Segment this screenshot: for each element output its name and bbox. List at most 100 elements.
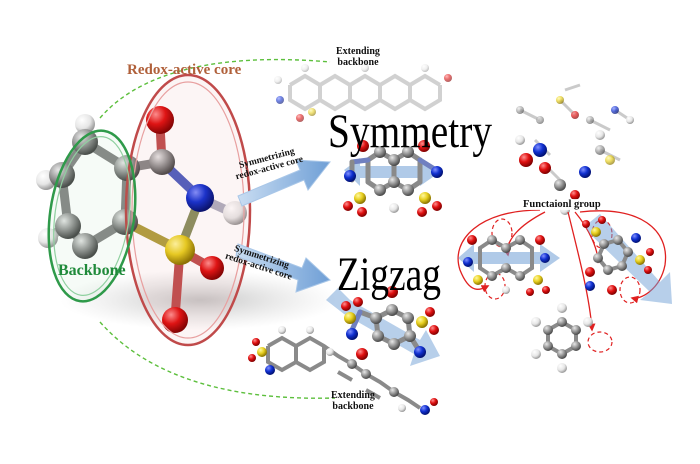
redox-core-ring-inner bbox=[131, 81, 245, 339]
atom-h bbox=[326, 348, 334, 356]
guide-lines bbox=[99, 58, 336, 399]
atom-c bbox=[361, 369, 371, 379]
atom-o bbox=[356, 348, 368, 360]
atom-c bbox=[515, 235, 525, 245]
atom-n bbox=[579, 166, 591, 178]
atom-h bbox=[361, 64, 369, 72]
extended-backbone-top-atoms bbox=[274, 64, 452, 122]
saccharin-atoms bbox=[36, 106, 247, 333]
atom-h bbox=[531, 349, 541, 359]
atom-o bbox=[162, 307, 188, 333]
target-circle bbox=[491, 218, 513, 248]
atom-s bbox=[556, 96, 564, 104]
atom-c bbox=[623, 247, 633, 257]
atom-o bbox=[432, 201, 442, 211]
atom-o bbox=[644, 266, 652, 274]
right-a-atoms bbox=[463, 235, 550, 296]
atom-h bbox=[557, 303, 567, 313]
atom-c bbox=[487, 271, 497, 281]
atom-c bbox=[571, 341, 581, 351]
right-b-atoms bbox=[582, 216, 654, 295]
atom-c bbox=[557, 317, 567, 327]
backbone-ring-inner bbox=[53, 136, 131, 296]
functional-group-cluster-atoms bbox=[515, 96, 634, 215]
atom-n bbox=[611, 106, 619, 114]
target-circle bbox=[619, 276, 641, 304]
atom-c bbox=[501, 263, 511, 273]
atom-n bbox=[540, 253, 550, 263]
extending-backbone-top-label: Extending backbone bbox=[336, 46, 380, 68]
zigzag-molecule-atoms bbox=[341, 286, 439, 360]
atom-c bbox=[536, 116, 544, 124]
atom-s bbox=[416, 316, 428, 328]
atom-c bbox=[515, 271, 525, 281]
right-a-blue-arrow bbox=[458, 244, 560, 272]
atom-c bbox=[72, 233, 98, 259]
atom-h bbox=[557, 363, 567, 373]
backbone-label: Backbone bbox=[58, 262, 126, 279]
redox-core-ring bbox=[124, 73, 252, 347]
atom-o bbox=[200, 256, 224, 280]
atom-c bbox=[617, 261, 627, 271]
atom-c bbox=[571, 325, 581, 335]
atom-n bbox=[344, 170, 356, 182]
atom-c bbox=[374, 184, 386, 196]
atom-n bbox=[265, 365, 275, 375]
atom-s bbox=[591, 227, 601, 237]
arrow-to-zigzag bbox=[235, 243, 331, 293]
atom-h bbox=[389, 203, 399, 213]
atom-o bbox=[570, 190, 580, 200]
atom-s bbox=[473, 275, 483, 285]
molecule-shadow bbox=[60, 270, 340, 330]
atom-c bbox=[388, 176, 400, 188]
redox-core-label: Redox-active core bbox=[127, 62, 242, 78]
atom-o bbox=[357, 207, 367, 217]
atom-o bbox=[146, 106, 174, 134]
atom-h bbox=[531, 317, 541, 327]
atom-c bbox=[595, 145, 605, 155]
atom-o bbox=[585, 267, 595, 277]
atom-n bbox=[585, 281, 595, 291]
atom-c bbox=[49, 162, 75, 188]
atom-h bbox=[515, 135, 525, 145]
right-b-blue-arrow bbox=[585, 214, 672, 304]
atom-o bbox=[646, 248, 654, 256]
extended-backbone-top bbox=[288, 73, 442, 112]
atom-h bbox=[75, 114, 95, 134]
atom-c bbox=[404, 330, 416, 342]
atom-n bbox=[186, 184, 214, 212]
atom-c bbox=[374, 146, 386, 158]
atom-o bbox=[248, 354, 256, 362]
atom-c bbox=[386, 304, 398, 316]
backbone-ring bbox=[47, 129, 137, 303]
atom-s bbox=[533, 275, 543, 285]
atom-o bbox=[425, 307, 435, 317]
benzene-atoms bbox=[531, 303, 593, 373]
atom-o bbox=[357, 140, 369, 152]
atom-c bbox=[402, 184, 414, 196]
atom-o bbox=[430, 398, 438, 406]
atom-h bbox=[274, 76, 282, 84]
target-circle bbox=[587, 331, 613, 353]
atom-o bbox=[542, 286, 550, 294]
functional-group-cluster-bonds bbox=[519, 83, 631, 182]
atom-c bbox=[388, 154, 400, 166]
symmetrizing-arrows bbox=[235, 159, 331, 293]
atom-c bbox=[603, 265, 613, 275]
atom-c bbox=[55, 213, 81, 239]
atom-s bbox=[165, 235, 195, 265]
extended-backbone-bottom-atoms bbox=[248, 326, 438, 415]
atom-c bbox=[599, 239, 609, 249]
atom-o bbox=[386, 286, 398, 298]
atom-h bbox=[626, 116, 634, 124]
atom-s bbox=[419, 192, 431, 204]
atom-o bbox=[353, 297, 363, 307]
atom-c bbox=[586, 116, 594, 124]
atom-c bbox=[388, 338, 400, 350]
atom-o bbox=[444, 74, 452, 82]
atom-s bbox=[257, 347, 267, 357]
atom-o bbox=[582, 220, 590, 228]
atom-o bbox=[467, 235, 477, 245]
